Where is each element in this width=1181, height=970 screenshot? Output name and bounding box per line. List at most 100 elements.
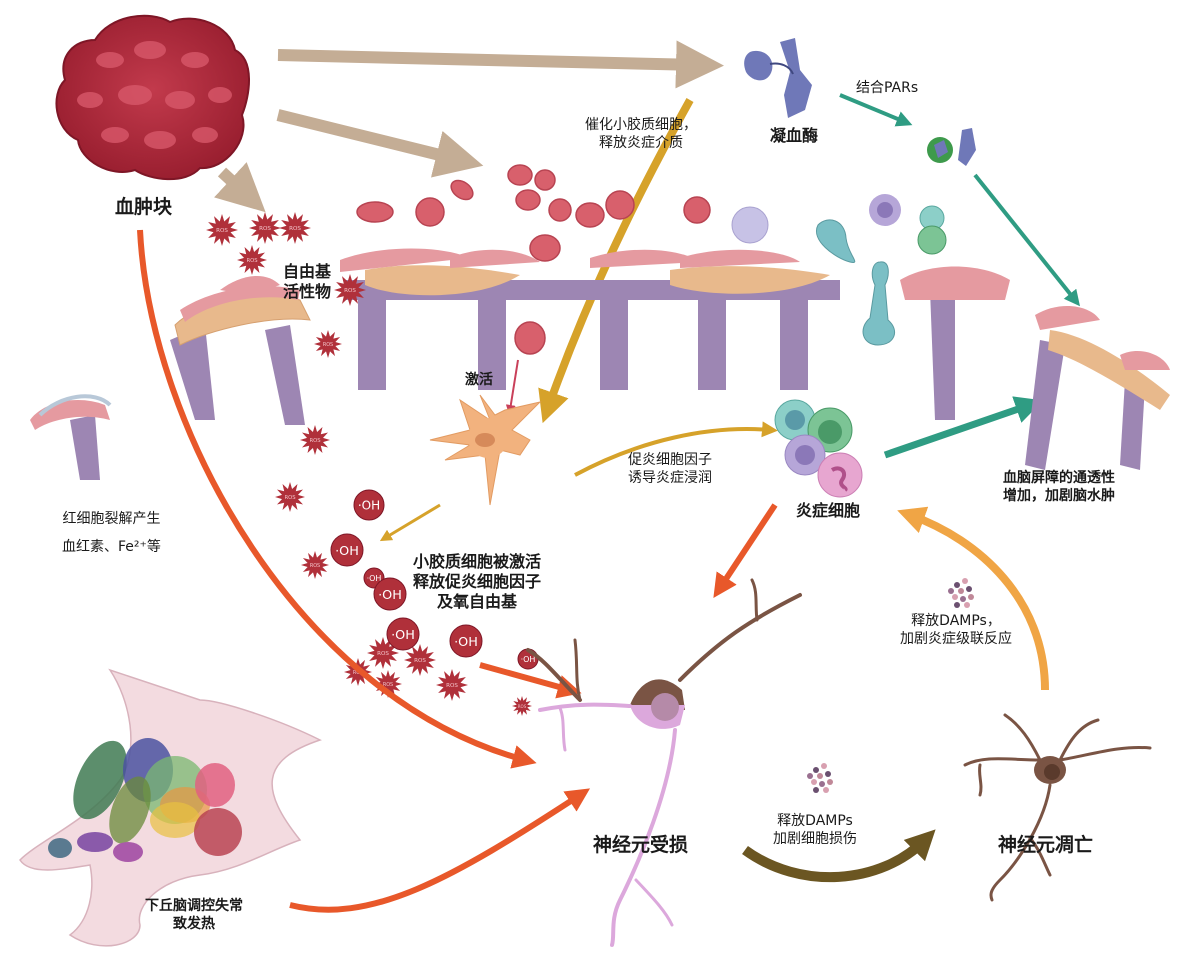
svg-text:·OH: ·OH [521, 655, 536, 664]
microglia-cell-icon [429, 394, 542, 506]
red-blood-cells [356, 164, 711, 355]
inflammatory-cells-label: 炎症细胞 [796, 501, 861, 520]
activate-label: 激活 [465, 372, 493, 388]
thrombin-label: 凝血酶 [770, 126, 819, 145]
rbc-lysis-line-1: 红细胞裂解产生 [62, 511, 161, 527]
hydroxyl-radical-icon: ·OH [373, 577, 407, 611]
damps-damage-line-2: 加剧细胞损伤 [773, 830, 857, 847]
teal-arrows [839, 93, 1080, 459]
hematoma-clot-icon [55, 14, 250, 181]
hydroxyl-radical-icon: ·OH [330, 533, 364, 567]
thrombin-microglia-label: 催化小胶质细胞， 释放炎症介质 [585, 117, 697, 152]
svg-text:·OH: ·OH [454, 635, 478, 650]
tan-arrows [214, 40, 724, 213]
activate-arrow [505, 359, 519, 415]
svg-text:ROS: ROS [246, 258, 258, 264]
svg-text:·OH: ·OH [378, 588, 402, 603]
bbb-permeability-label: 血脑屏障的通透性 增加，加剧脑水肿 [1003, 470, 1115, 505]
hypothalamus-label: 下丘脑调控失常 致发热 [145, 898, 243, 933]
microglia-label-line-2: 释放促炎细胞因子 [413, 572, 542, 591]
thrombin-icon [744, 38, 812, 118]
damps-particles-icon [807, 578, 974, 793]
svg-text:·OH: ·OH [391, 628, 415, 643]
cytokine-label-line-1: 促炎细胞因子 [628, 452, 712, 468]
rbc-lysis-line-2: 血红素、Fe²⁺等 [62, 539, 161, 555]
svg-text:ROS: ROS [309, 438, 321, 444]
neuron-apoptosis-icon [963, 713, 1152, 902]
damps-damage-label: 释放DAMPs 加剧细胞损伤 [773, 813, 857, 848]
svg-text:ROS: ROS [284, 495, 296, 501]
damp-cluster-icon [807, 763, 833, 793]
inflammatory-cells-icon [774, 399, 863, 498]
svg-text:ROS: ROS [323, 342, 333, 348]
ros-star-icon: ROS [436, 669, 468, 701]
bind-pars-label: 结合PARs [856, 80, 919, 96]
hypothalamus-line-1: 下丘脑调控失常 [145, 898, 243, 914]
damps-cascade-arrow [897, 506, 1049, 691]
hydroxyl-radicals: ·OH·OH·OH·OH·OH·OH·OH [330, 489, 539, 670]
ros-star-icon: ROS [301, 551, 329, 579]
microglia-label-line-3: 及氧自由基 [437, 592, 518, 611]
hydroxyl-radical-icon: ·OH [386, 617, 420, 651]
svg-text:·OH: ·OH [335, 544, 359, 559]
bbb-label-line-1: 血脑屏障的通透性 [1003, 470, 1115, 486]
damps-cascade-label: 释放DAMPs， 加剧炎症级联反应 [900, 613, 1012, 648]
microglia-label-line-1: 小胶质细胞被激活 [413, 552, 542, 571]
thrombin-par-complex-icon [927, 128, 976, 166]
neuron-apoptosis-label: 神经元凋亡 [998, 834, 1094, 856]
bbb-unit-far-right [1025, 305, 1170, 470]
ros-star-icon: ROS [314, 330, 342, 358]
svg-text:ROS: ROS [414, 658, 426, 664]
ros-label: 自由基 活性物 [283, 262, 331, 302]
svg-text:ROS: ROS [446, 683, 458, 689]
svg-text:ROS: ROS [310, 563, 320, 569]
damps-damage-line-1: 释放DAMPs [777, 813, 853, 829]
ros-star-icon: ROS [374, 670, 402, 698]
damps-cascade-line-1: 释放DAMPs， [911, 613, 1001, 629]
bbb-unit-far-left [30, 394, 112, 480]
microglia-to-ros-arrow [379, 503, 441, 542]
leukocytes-in-vessel [731, 194, 947, 346]
neuron-injured-label: 神经元受损 [593, 834, 689, 856]
gold-arrow-thrombin-to-microglia [538, 98, 694, 424]
cytokine-arrow [574, 421, 778, 477]
svg-text:ROS: ROS [289, 226, 301, 232]
ros-star-icon: ROS [206, 214, 238, 246]
ros-star-icon: ROS [249, 212, 281, 244]
rbc-lysis-label: 红细胞裂解产生 血红素、Fe²⁺等 [62, 505, 161, 561]
bbb-unit-left [170, 275, 311, 425]
damps-cascade-line-2: 加剧炎症级联反应 [900, 630, 1012, 647]
hydroxyl-radical-icon: ·OH [353, 489, 385, 521]
damp-cluster-icon [948, 578, 974, 608]
ros-label-line-1: 自由基 [283, 262, 332, 281]
cytokine-infiltration-label: 促炎细胞因子 诱导炎症浸润 [628, 452, 712, 487]
thrombin-microglia-label-line-1: 催化小胶质细胞， [585, 117, 697, 133]
svg-text:·OH: ·OH [358, 499, 380, 513]
ros-star-icon: ROS [300, 425, 330, 455]
bbb-unit-right [900, 266, 1010, 420]
ros-star-icon: ROS [512, 696, 532, 716]
ros-star-icon: ROS [334, 274, 366, 306]
cytokine-label-line-2: 诱导炎症浸润 [628, 469, 712, 486]
bbb-label-line-2: 增加，加剧脑水肿 [1003, 487, 1115, 504]
ros-star-icon: ROS [404, 644, 436, 676]
thrombin-microglia-label-line-2: 释放炎症介质 [599, 134, 683, 151]
svg-text:ROS: ROS [259, 226, 271, 232]
svg-text:ROS: ROS [377, 651, 389, 657]
svg-text:ROS: ROS [353, 670, 363, 676]
hematoma-label: 血肿块 [115, 196, 173, 218]
hydroxyl-radical-icon: ·OH [449, 624, 483, 658]
hypothalamus-line-2: 致发热 [173, 915, 215, 932]
svg-text:ROS: ROS [344, 288, 356, 294]
ros-star-icon: ROS [279, 212, 311, 244]
neuron-injured-icon [526, 578, 802, 947]
damps-damage-arrow [742, 829, 936, 883]
hypothalamus-icon [19, 668, 322, 947]
svg-text:ROS: ROS [216, 228, 228, 234]
microglia-activated-label: 小胶质细胞被激活 释放促炎细胞因子 及氧自由基 [413, 552, 541, 612]
bbb-unit-center [340, 248, 840, 390]
svg-text:ROS: ROS [383, 682, 393, 688]
ros-star-icon: ROS [367, 637, 399, 669]
